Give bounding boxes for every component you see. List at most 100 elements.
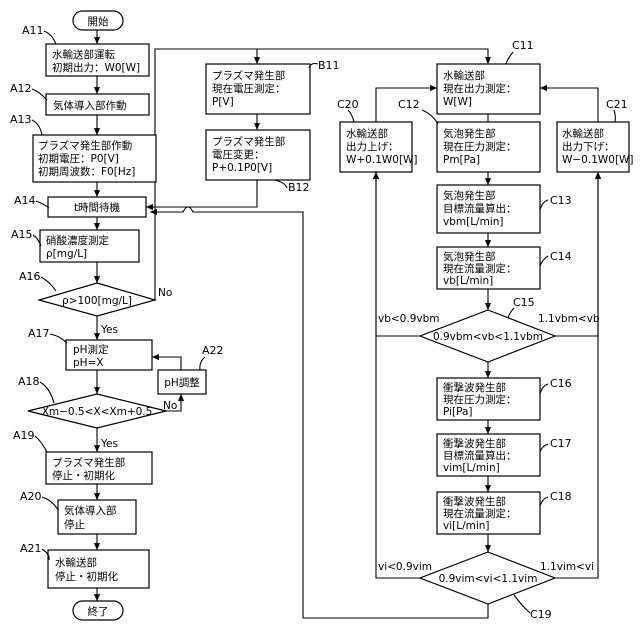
- node-a13: プラズマ発生部作動 初期電圧：P0[V] 初期周波数：F0[Hz]: [33, 135, 156, 182]
- edge-c15-left: [376, 172, 420, 336]
- node-c18: 衝撃波発生部 現在流量測定： vi[L/min]: [437, 492, 540, 534]
- ref-a19: A19: [13, 429, 35, 442]
- edge-c19-right: [555, 172, 598, 578]
- node-c14: 気泡発生部 現在流量測定： vb[L/min]: [437, 247, 540, 289]
- label-c15-right: 1.1vbm<vb: [538, 313, 600, 325]
- ref-a22: A22: [202, 344, 224, 357]
- node-c13: 気泡発生部 目標流量算出： vbm[L/min]: [437, 185, 540, 233]
- edge-c21-c11: [540, 88, 598, 122]
- ref-a12: A12: [10, 82, 32, 95]
- c14-line-2: 現在流量測定：: [443, 262, 517, 275]
- c16-line-2: 現在圧力測定：: [443, 393, 517, 406]
- ref-a17: A17: [28, 327, 50, 340]
- c15-line-1: 0.9vbm<vb<1.1vbm: [433, 331, 543, 343]
- ref-a15: A15: [11, 228, 33, 241]
- c17-line-3: vim[L/min]: [443, 462, 500, 474]
- c21-line-2: 出力下げ：: [562, 140, 615, 153]
- c16-line-1: 衝撃波発生部: [443, 381, 506, 394]
- a13-line-1: プラズマ発生部作動: [38, 139, 132, 152]
- c14-line-3: vb[L/min]: [443, 275, 493, 287]
- label-c19-right: 1.1vim<vi: [540, 561, 594, 573]
- a20-line-2: 停止: [64, 518, 85, 531]
- c11-line-1: 水輸送部: [443, 69, 485, 82]
- b11-line-2: 現在電圧測定：: [212, 82, 286, 95]
- ref-c20: C20: [337, 98, 359, 111]
- a11-line-2: 初期出力：W0[W]: [52, 61, 140, 74]
- node-c12: 気泡発生部 現在圧力測定： Pm[Pa]: [437, 122, 540, 172]
- node-a11: 水輸送部運転 初期出力：W0[W]: [46, 44, 149, 76]
- a21-line-2: 停止・初期化: [55, 570, 118, 583]
- b12-line-1: プラズマ発生部: [212, 135, 285, 148]
- c19-line-1: 0.9vim<vi<1.1vim: [439, 573, 538, 585]
- b11-line-3: P[V]: [212, 96, 234, 108]
- c20-line-3: W+0.1W0[W]: [346, 154, 418, 166]
- a19-line-2: 停止・初期化: [52, 469, 115, 482]
- c12-line-3: Pm[Pa]: [443, 154, 480, 166]
- c17-line-1: 衝撃波発生部: [443, 437, 506, 450]
- node-a19: プラズマ発生部 停止・初期化: [46, 452, 152, 484]
- a22-line-1: pH調整: [164, 376, 200, 389]
- b11-line-1: プラズマ発生部: [212, 69, 285, 82]
- ref-c16: C16: [550, 377, 572, 390]
- ref-c17: C17: [550, 437, 572, 450]
- c21-line-1: 水輸送部: [562, 127, 604, 140]
- node-c21: 水輸送部 出力下げ： W−0.1W0[W]: [557, 122, 634, 172]
- node-a12: 気体導入部作動: [46, 94, 149, 115]
- end-terminal: 終了: [73, 601, 123, 620]
- a19-line-1: プラズマ発生部: [52, 456, 125, 469]
- node-a16: ρ>100[mg/L]: [39, 283, 155, 316]
- c18-line-1: 衝撃波発生部: [443, 495, 506, 508]
- c16-line-3: Pi[Pa]: [443, 406, 473, 418]
- ref-b11: B11: [318, 59, 340, 72]
- ref-c12: C12: [398, 98, 420, 111]
- a17-line-1: pH測定: [73, 343, 109, 356]
- ref-c11: C11: [512, 39, 534, 52]
- ref-c21: C21: [606, 98, 628, 111]
- a18-line-1: Xm−0.5<X<Xm+0.5: [42, 406, 153, 418]
- c18-line-3: vi[L/min]: [443, 520, 490, 532]
- edge-c19-left: [376, 172, 420, 578]
- a21-line-1: 水輸送部: [55, 556, 97, 569]
- label-a18-yes: Yes: [100, 438, 118, 450]
- c17-line-2: 目標流量算出：: [443, 449, 517, 462]
- node-a20: 気体導入部 停止: [58, 500, 136, 534]
- c14-line-1: 気泡発生部: [443, 250, 496, 263]
- ref-c18: C18: [550, 490, 572, 503]
- end-label: 終了: [88, 605, 109, 618]
- ref-c13: C13: [550, 194, 572, 207]
- label-c15-left: vb<0.9vbm: [378, 313, 439, 325]
- c20-line-1: 水輸送部: [346, 127, 388, 140]
- c11-line-3: W[W]: [443, 96, 472, 108]
- node-a18: Xm−0.5<X<Xm+0.5: [28, 394, 166, 428]
- edge-a22-a17: [152, 357, 181, 370]
- start-terminal: 開始: [73, 11, 123, 30]
- node-a14: t時間待機: [48, 197, 146, 217]
- node-c11: 水輸送部 現在出力測定： W[W]: [437, 64, 540, 114]
- ref-a13: A13: [10, 113, 32, 126]
- a11-line-1: 水輸送部運転: [52, 48, 115, 61]
- c20-line-2: 出力上げ：: [346, 140, 399, 153]
- label-a16-no: No: [158, 287, 172, 299]
- a13-line-3: 初期周波数：F0[Hz]: [38, 165, 135, 178]
- ref-a21: A21: [20, 542, 42, 555]
- node-a21: 水輸送部 停止・初期化: [48, 550, 149, 588]
- a17-line-2: pH=X: [73, 357, 104, 369]
- ref-c14: C14: [550, 250, 572, 263]
- ref-a20: A20: [20, 490, 42, 503]
- ref-a14: A14: [14, 194, 36, 207]
- ref-c15: C15: [513, 296, 535, 309]
- start-label: 開始: [88, 15, 109, 28]
- c18-line-2: 現在流量測定：: [443, 507, 517, 520]
- edge-b12-a14: [146, 180, 257, 207]
- node-c20: 水輸送部 出力上げ： W+0.1W0[W]: [340, 122, 418, 172]
- node-a17: pH測定 pH=X: [66, 340, 152, 370]
- a15-line-1: 硝酸濃度測定: [46, 234, 109, 247]
- label-a18-no: No: [163, 400, 177, 412]
- ref-a16: A16: [19, 270, 41, 283]
- c13-line-3: vbm[L/min]: [443, 216, 504, 228]
- a13-line-2: 初期電圧：P0[V]: [38, 152, 119, 165]
- node-c16: 衝撃波発生部 現在圧力測定： Pi[Pa]: [437, 378, 540, 420]
- c12-line-1: 気泡発生部: [443, 127, 496, 140]
